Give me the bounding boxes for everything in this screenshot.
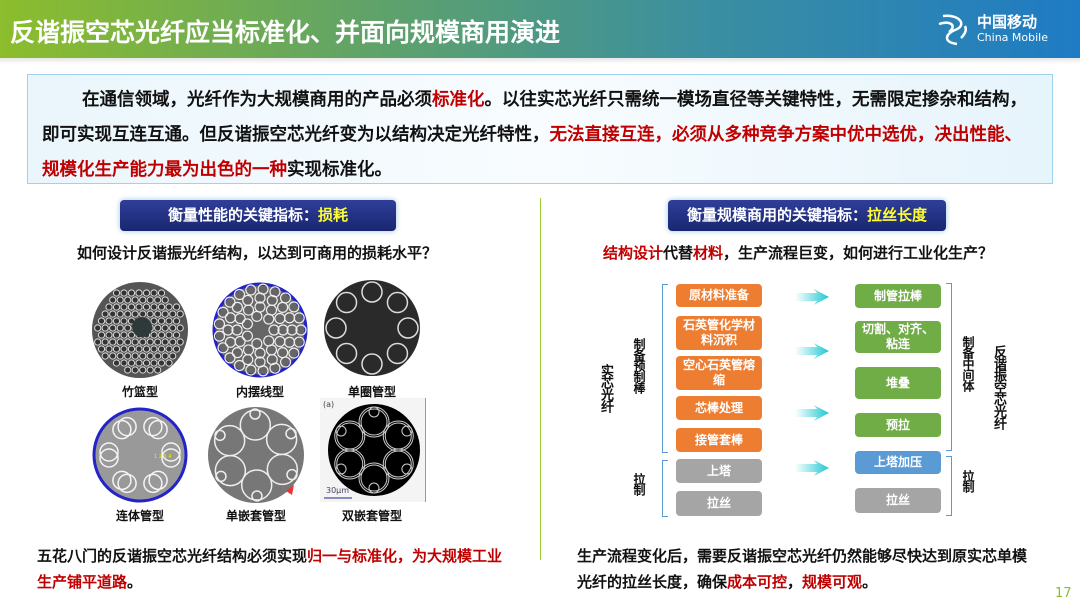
logo-text-en: China Mobile	[977, 31, 1049, 44]
intro-highlight: 无法直接互连，必须从多种竞争方案中优中选优，决出性能、规模化生产能力最为出色的一…	[42, 125, 1022, 180]
badge-highlight: 拉丝长度	[867, 206, 928, 224]
fiber-image-double-nested	[324, 404, 420, 499]
summary-text: 。	[127, 573, 143, 591]
slide-title: 反谐振空芯光纤应当标准化、并面向规模商用演进	[10, 18, 561, 47]
summary-highlight: 规模可观	[802, 573, 863, 591]
draw-label-left: 拉制	[632, 473, 646, 495]
hollow-step: 切割、对齐、粘连	[855, 321, 941, 353]
intro-text: 。以往实芯光纤只需统一模场直径等关键特性，无需限定掺杂和结构，即可实现互连互通。…	[42, 90, 1027, 145]
logo-text-cn: 中国移动	[977, 13, 1038, 31]
preform-label: 制备预制棒	[632, 338, 646, 393]
hollow-step: 堆叠	[855, 367, 941, 399]
fiber-panel-double-nested: (a) 30μm	[320, 398, 426, 502]
panel-tag: (a)	[323, 400, 335, 409]
right-question: 结构设计代替材料，生产流程巨变，如何进行工业化生产？	[603, 242, 993, 263]
fiber-label: 单圈管型	[347, 385, 396, 399]
fiber-label: 双嵌套管型	[341, 509, 402, 523]
right-summary: 生产流程变化后，需要反谐振空芯光纤仍然能够尽快达到原实芯单模光纤的拉丝长度，确保…	[577, 543, 1037, 595]
badge-text: 衡量性能的关键指标：	[167, 206, 318, 224]
hollow-draw-step: 上塔加压	[855, 451, 941, 474]
intermediate-label: 制备中间体	[961, 336, 975, 391]
bracket	[946, 456, 952, 516]
solid-fiber-label: 实芯光纤	[598, 364, 613, 412]
summary-highlight: 归一与标准化，为大规模工业生产铺平道路	[37, 547, 503, 591]
question-highlight: 材料	[693, 244, 724, 262]
intro-text: 在通信领域，光纤作为大规模商用的产品必须	[82, 90, 432, 110]
arrow-icon	[795, 289, 829, 305]
question-text: ，生产流程巨变，如何进行工业化生产？	[723, 244, 994, 262]
solid-step: 石英管化学材料沉积	[676, 316, 762, 350]
summary-text: ，	[787, 573, 803, 591]
draw-length-badge: 衡量规模商用的关键指标：拉丝长度	[668, 200, 946, 231]
column-divider	[540, 198, 541, 560]
hollow-fiber-label: 反谐振空芯光纤	[991, 345, 1006, 429]
fiber-image-single-nested	[208, 407, 304, 503]
bracket	[662, 284, 668, 453]
solid-draw-step: 上塔	[676, 459, 762, 483]
left-summary: 五花八门的反谐振空芯光纤结构必须实现归一与标准化，为大规模工业生产铺平道路。	[37, 543, 507, 595]
arrow-icon	[795, 405, 829, 421]
fiber-image-single-ring	[324, 280, 420, 376]
draw-label-right: 拉制	[961, 470, 975, 492]
question-highlight: 结构设计	[603, 244, 664, 262]
hollow-step: 预拉	[855, 413, 941, 437]
page-number: 17	[1055, 586, 1072, 601]
solid-step: 芯棒处理	[676, 396, 762, 420]
solid-step: 接管套棒	[676, 428, 762, 452]
logo-swirl-icon	[938, 14, 968, 46]
summary-text: 五花八门的反谐振空芯光纤结构必须实现	[37, 547, 308, 565]
intro-box: 在通信领域，光纤作为大规模商用的产品必须标准化。以往实芯光纤只需统一模场直径等关…	[27, 74, 1053, 184]
scale-bar-label: 30μm	[326, 486, 350, 495]
arrow-icon	[795, 343, 829, 359]
bracket	[946, 283, 952, 451]
summary-text: 生产流程变化后，需要反谐振空芯光纤仍然能够尽快达到原实芯单模光纤的拉丝长度，确保	[577, 547, 1028, 591]
fiber-image-conjoined: 1 2 3 4	[92, 407, 188, 503]
solid-step: 原材料准备	[676, 284, 762, 307]
hollow-step: 制管拉棒	[855, 284, 941, 308]
fiber-image-hypocycloid	[212, 282, 308, 378]
solid-draw-step: 拉丝	[676, 491, 762, 516]
hollow-draw-step: 拉丝	[855, 488, 941, 513]
header-shadow	[0, 58, 1080, 64]
fiber-label: 竹篮型	[121, 385, 158, 399]
question-text: 代替	[663, 244, 694, 262]
fiber-label: 连体管型	[115, 509, 164, 523]
svg-text:1 2 3 4: 1 2 3 4	[154, 454, 172, 460]
left-question: 如何设计反谐振光纤结构，以达到可商用的损耗水平？	[77, 244, 438, 262]
intro-text: 实现标准化。	[287, 160, 392, 180]
fiber-label: 单嵌套管型	[225, 509, 286, 523]
intro-highlight: 标准化	[432, 90, 485, 110]
badge-highlight: 损耗	[318, 206, 349, 224]
bracket	[662, 460, 668, 517]
summary-highlight: 成本可控	[727, 573, 788, 591]
fiber-label: 内摆线型	[235, 385, 284, 399]
header-bar	[0, 0, 1080, 58]
china-mobile-logo: 中国移动 China Mobile	[935, 10, 1060, 50]
solid-step: 空心石英管熔缩	[676, 356, 762, 390]
loss-badge: 衡量性能的关键指标：损耗	[120, 200, 396, 231]
arrow-icon	[795, 460, 829, 476]
fiber-image-bamboo	[92, 282, 188, 378]
summary-text: 。	[862, 573, 878, 591]
badge-text: 衡量规模商用的关键指标：	[686, 206, 867, 224]
